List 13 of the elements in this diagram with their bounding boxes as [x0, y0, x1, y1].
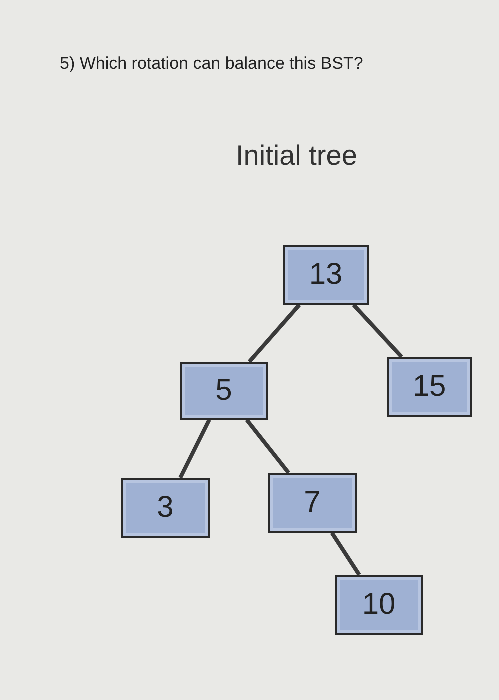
tree-edge: [330, 532, 362, 576]
tree-edge: [245, 418, 290, 474]
question-text: 5) Which rotation can balance this BST?: [60, 54, 364, 74]
tree-edge: [248, 304, 302, 364]
tree-edge: [178, 419, 212, 479]
tree-node-box: 3: [121, 478, 210, 538]
tree-node-box: 7: [268, 473, 357, 533]
tree-node-box: 13: [283, 245, 369, 305]
tree-node-box: 10: [335, 575, 423, 635]
tree-edge: [352, 304, 404, 358]
tree-caption: Initial tree: [236, 140, 358, 172]
tree-node-box: 5: [180, 362, 268, 420]
tree-node-box: 15: [387, 357, 472, 417]
